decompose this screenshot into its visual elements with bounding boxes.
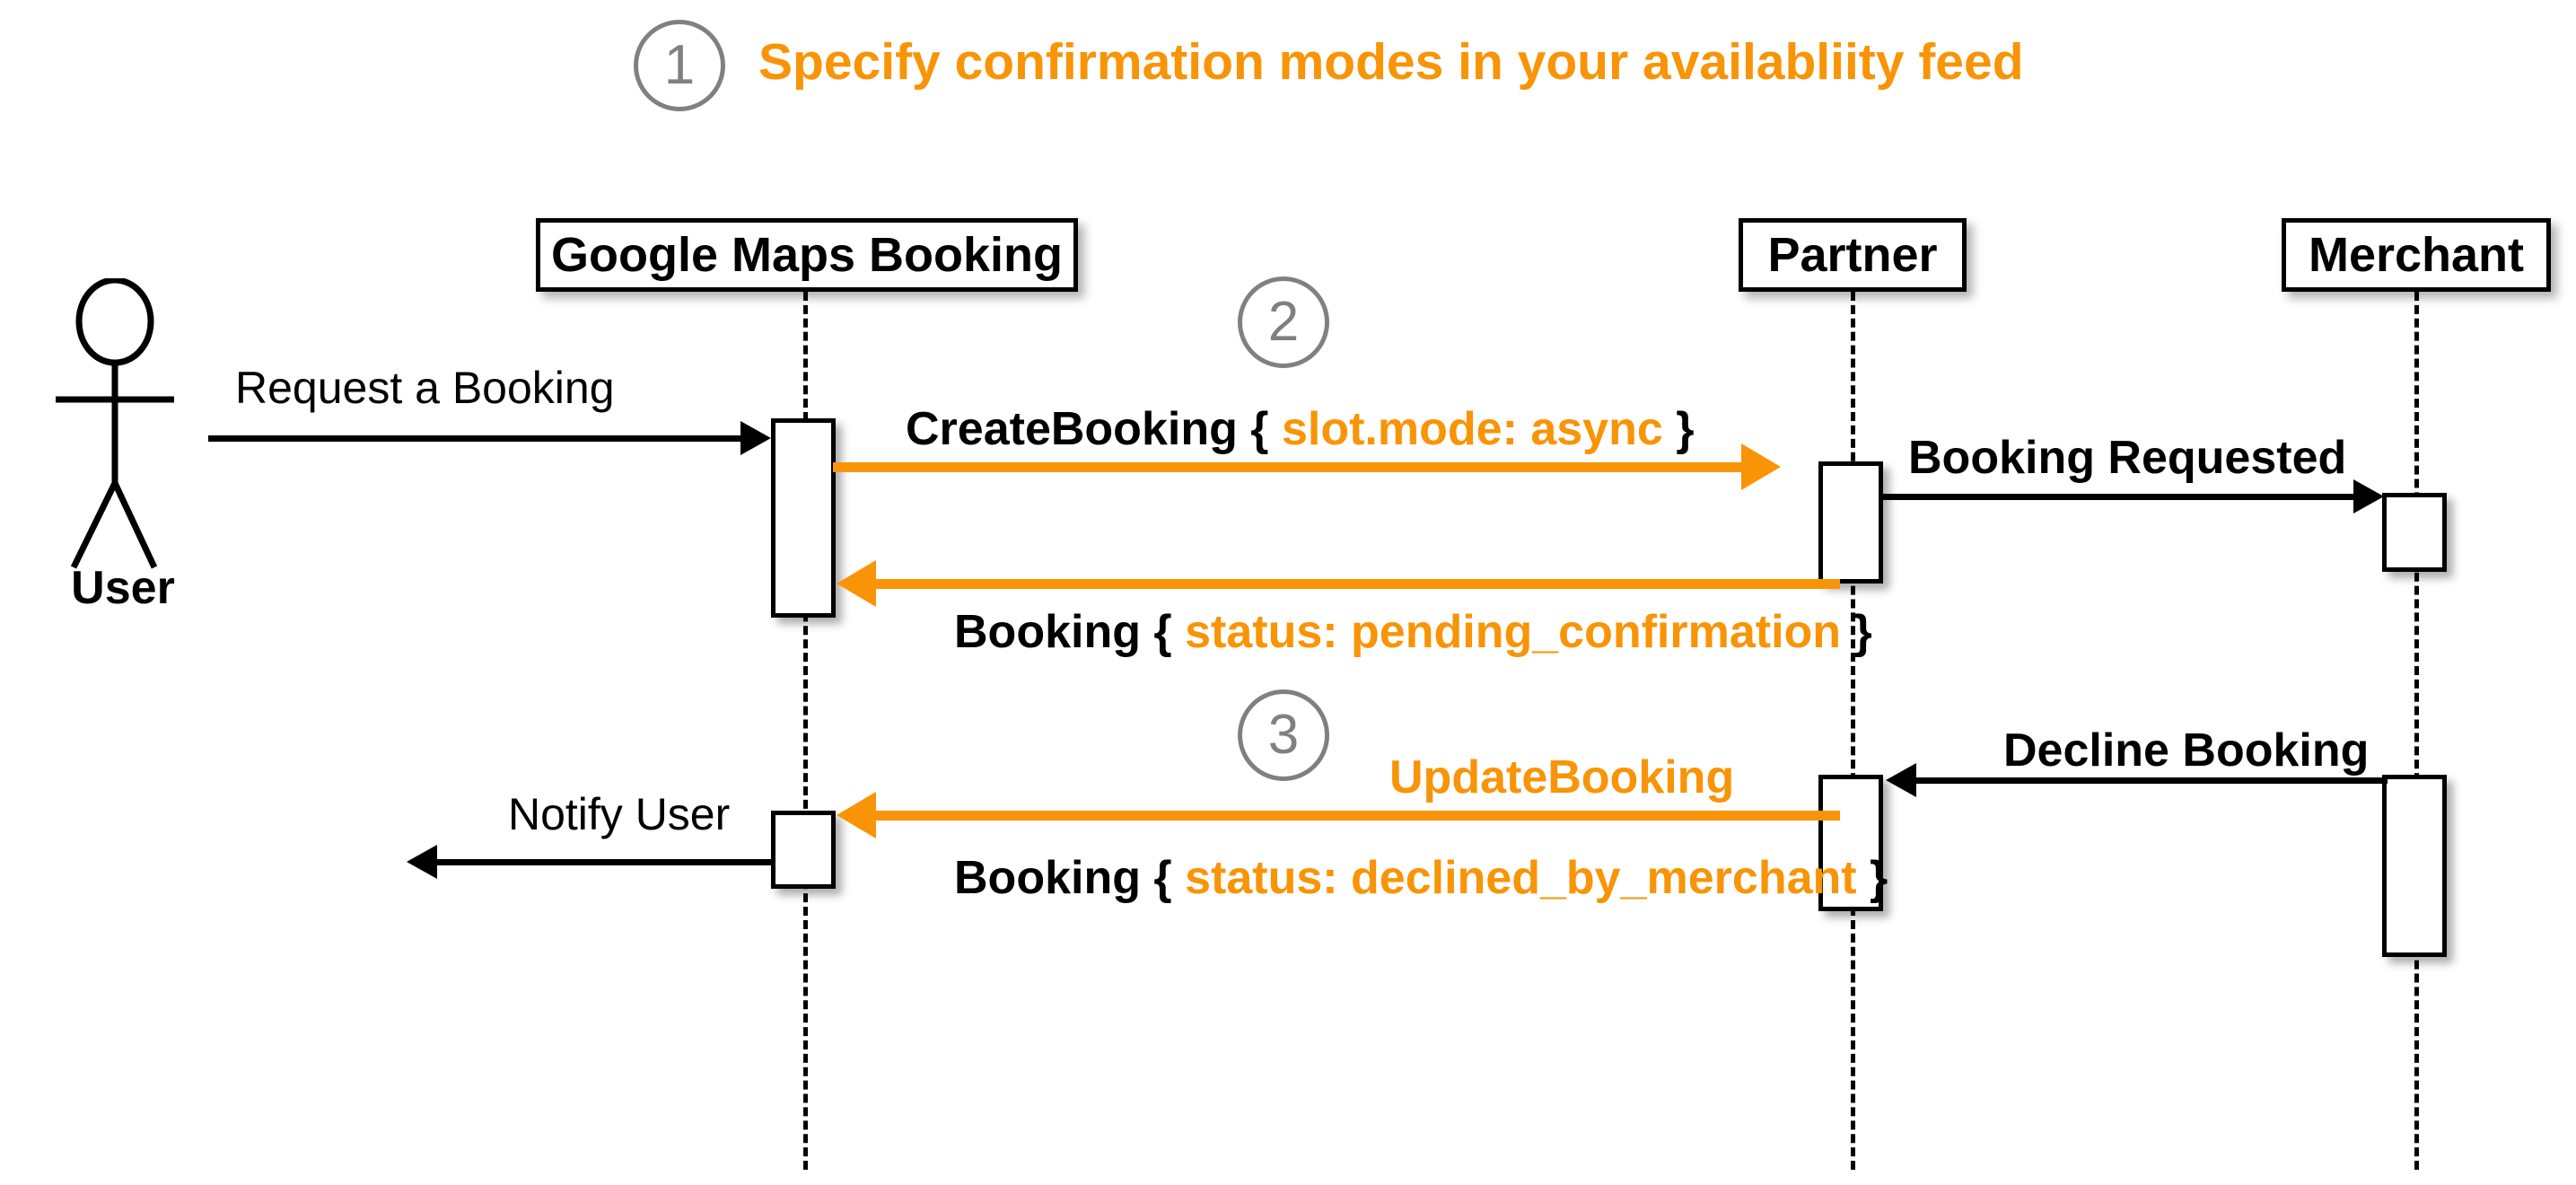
step-marker-2: 2 xyxy=(1238,276,1329,368)
participant-google-maps-booking[interactable]: Google Maps Booking xyxy=(536,218,1078,292)
step-marker-3: 3 xyxy=(1238,689,1329,781)
message-label-request-a-booking: Request a Booking xyxy=(235,363,615,413)
arrowhead-notify-user xyxy=(407,845,437,879)
message-label-booking-pending-confirmation: Booking { status: pending_confirmation } xyxy=(954,609,1872,655)
arrowhead-create-booking xyxy=(1741,443,1781,490)
lifeline-partner xyxy=(1851,292,1855,1170)
message-label-create-booking: CreateBooking { slot.mode: async } xyxy=(906,406,1694,452)
arrowhead-booking-requested xyxy=(2353,479,2384,514)
diagram-title: Specify confirmation modes in your avail… xyxy=(758,33,2024,91)
arrowhead-booking-pending-confirmation xyxy=(837,560,876,607)
participant-merchant[interactable]: Merchant xyxy=(2282,218,2551,292)
message-label-decline-booking: Decline Booking xyxy=(2003,724,2370,777)
message-label-create-booking-method: CreateBooking xyxy=(906,403,1238,455)
brace-close-booking-declined: } xyxy=(1856,852,1888,904)
message-label-booking-declined-status: status: declined_by_merchant xyxy=(1185,852,1857,904)
activation-partner-secondary xyxy=(1818,775,1883,911)
message-arrow-booking-pending-confirmation xyxy=(876,579,1840,589)
step-marker-1: 1 xyxy=(634,20,725,111)
participant-partner[interactable]: Partner xyxy=(1739,218,1967,292)
activation-merchant-primary xyxy=(2382,493,2447,572)
arrowhead-update-booking xyxy=(837,792,876,838)
message-label-booking-pending-type: Booking xyxy=(954,606,1141,658)
message-label-booking-declined-by-merchant: Booking { status: declined_by_merchant } xyxy=(954,855,1888,901)
message-arrow-create-booking xyxy=(833,462,1743,472)
message-arrow-request-a-booking xyxy=(208,435,741,442)
message-label-booking-pending-status: status: pending_confirmation xyxy=(1185,606,1842,658)
activation-gmb-primary xyxy=(771,418,836,618)
arrowhead-decline-booking xyxy=(1886,763,1916,797)
brace-open-booking-pending: { xyxy=(1140,606,1172,658)
brace-close-booking-pending: } xyxy=(1841,606,1872,658)
activation-gmb-secondary xyxy=(771,811,836,889)
actor-user[interactable] xyxy=(45,276,215,584)
stick-figure-actor-icon xyxy=(56,276,174,569)
message-label-booking-declined-type: Booking xyxy=(954,852,1141,904)
message-label-notify-user: Notify User xyxy=(508,789,731,839)
message-label-booking-requested: Booking Requested xyxy=(1908,432,2347,484)
message-arrow-booking-requested xyxy=(1880,494,2354,500)
message-arrow-update-booking xyxy=(876,811,1840,821)
brace-close-create-booking: } xyxy=(1662,403,1695,455)
message-label-create-booking-params: slot.mode: async xyxy=(1281,403,1663,455)
activation-merchant-secondary xyxy=(2382,775,2447,957)
actor-user-label: User xyxy=(71,562,175,614)
brace-open-create-booking: { xyxy=(1237,403,1269,455)
lifeline-merchant xyxy=(2414,292,2419,1170)
message-arrow-decline-booking xyxy=(1916,777,2388,784)
activation-partner-primary xyxy=(1818,461,1883,584)
arrowhead-request-a-booking xyxy=(740,421,771,455)
lifeline-google-maps-booking xyxy=(803,292,808,1170)
message-label-update-booking: UpdateBooking xyxy=(1389,751,1735,803)
brace-open-booking-declined: { xyxy=(1140,852,1172,904)
message-arrow-notify-user xyxy=(437,859,774,865)
